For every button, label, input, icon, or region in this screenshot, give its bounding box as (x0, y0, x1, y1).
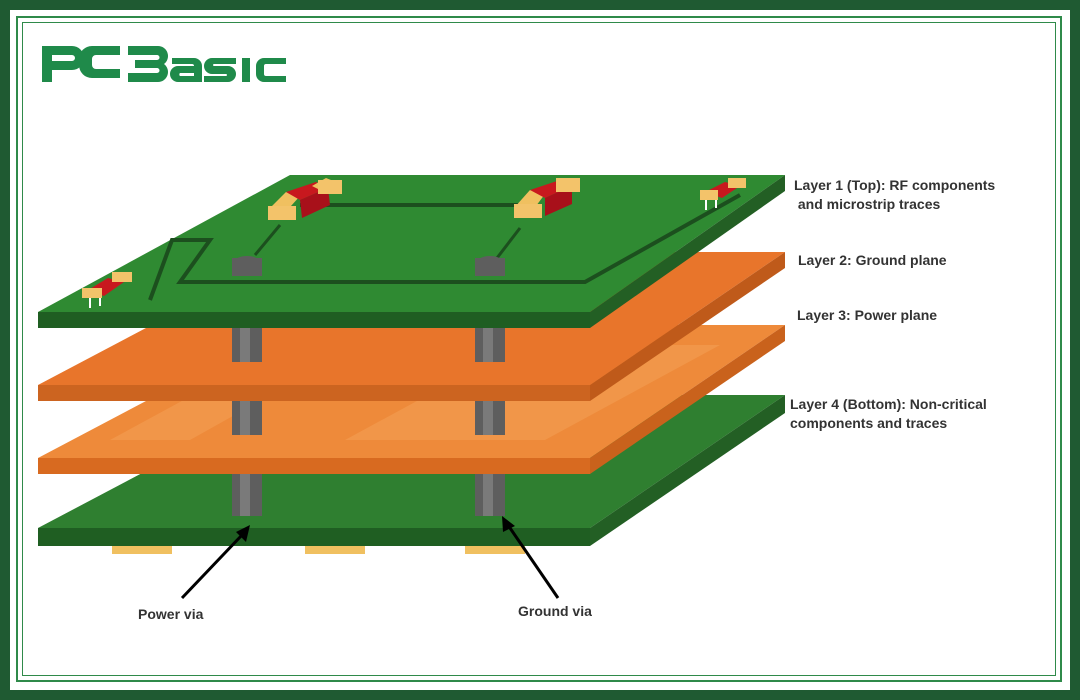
rf-component (514, 178, 580, 218)
pcbasic-logo (40, 40, 310, 90)
bottom-pad (112, 546, 172, 554)
pcbasic-logo-icon (42, 46, 286, 82)
lower-vias (232, 474, 505, 516)
rf-component (268, 178, 342, 220)
ground-via-arrow (502, 516, 560, 599)
layer-2-label: Layer 2: Ground plane (798, 252, 947, 268)
ground-via-label: Ground via (518, 603, 592, 619)
power-via-label: Power via (138, 606, 204, 622)
bottom-pad (305, 546, 365, 554)
frame-border-outer (16, 16, 1062, 682)
power-via-arrow (180, 525, 250, 600)
frame-border-inner (22, 22, 1056, 676)
layer-1-label: Layer 1 (Top): RF components and microst… (794, 177, 996, 212)
rf-component (82, 272, 132, 308)
layer-1-board (38, 175, 785, 328)
layer-3-label: Layer 3: Power plane (797, 307, 938, 323)
bottom-pad (465, 546, 525, 554)
upper-vias (232, 326, 505, 362)
layer-4-label: Layer 4 (Bottom): Non-critical component… (790, 396, 987, 431)
rf-component (700, 178, 746, 210)
middle-vias (232, 401, 505, 435)
